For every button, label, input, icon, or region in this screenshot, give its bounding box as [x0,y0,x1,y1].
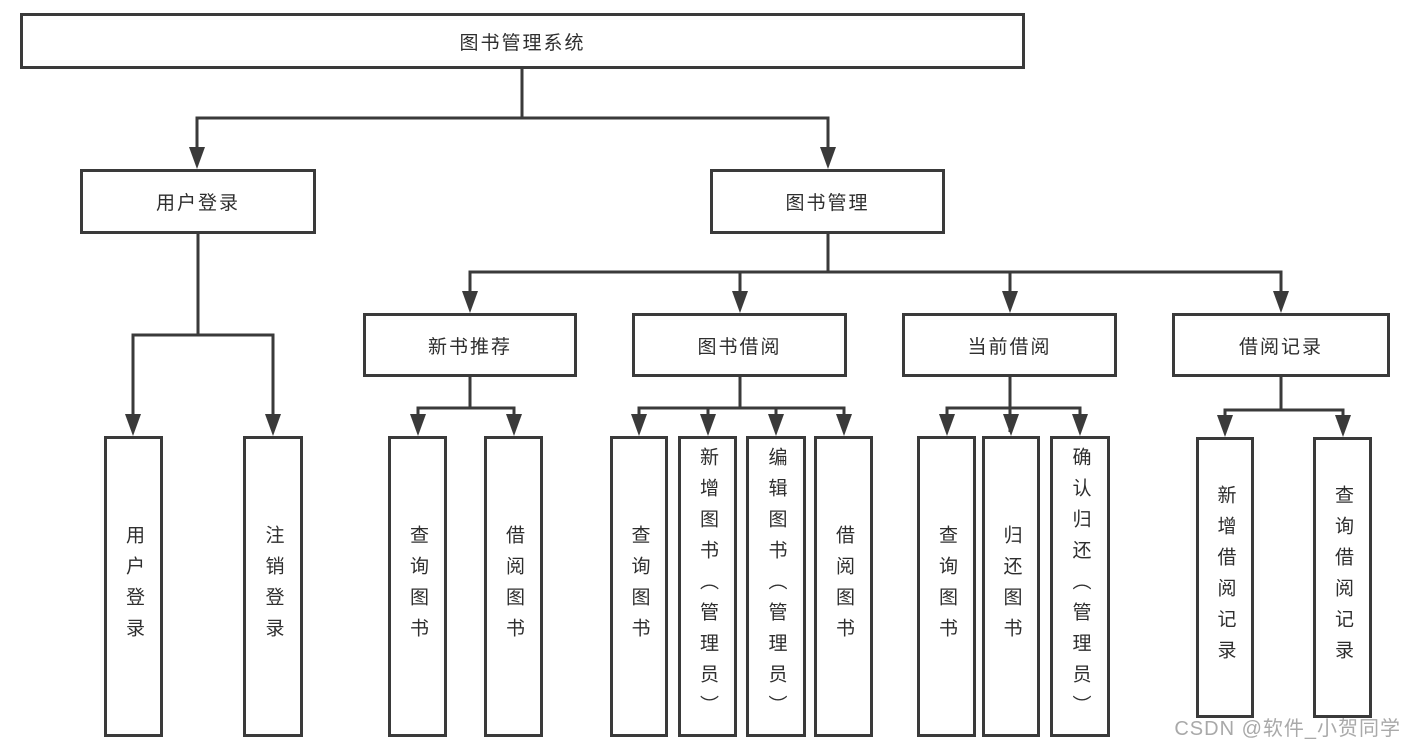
node-label: 借阅图书 [503,524,524,649]
leaf-query-book-1: 查询图书 [388,436,447,737]
node-label: 借阅图书 [833,524,854,649]
node-label: 用户登录 [123,524,144,649]
leaf-return-book: 归还图书 [982,436,1040,737]
node-label: 新增图书（管理员） [697,447,718,726]
node-label: 查询图书 [407,524,428,649]
leaf-borrow-book-2: 借阅图书 [814,436,873,737]
leaf-query-book-2: 查询图书 [610,436,668,737]
leaf-confirm-return-admin: 确认归还（管理员） [1050,436,1110,737]
node-current-borrow: 当前借阅 [902,313,1117,377]
node-label: 图书借阅 [697,336,782,358]
node-label: 图书管理系统 [459,32,586,54]
leaf-borrow-book-1: 借阅图书 [484,436,543,737]
leaf-query-book-3: 查询图书 [917,436,976,737]
node-label: 新书推荐 [427,336,512,358]
node-label: 查询借阅记录 [1332,484,1353,671]
node-label: 查询图书 [936,524,957,649]
node-label: 归还图书 [1000,524,1022,649]
node-book-borrow: 图书借阅 [632,313,847,377]
node-user-login: 用户登录 [80,169,316,234]
leaf-user-login: 用户登录 [104,436,163,737]
node-label: 当前借阅 [967,336,1052,358]
leaf-logout: 注销登录 [243,436,303,737]
arrowheads [125,147,1351,437]
leaf-add-book-admin: 新增图书（管理员） [678,436,737,737]
node-library-management-system: 图书管理系统 [20,13,1025,69]
csdn-watermark: CSDN @软件_小贺同学 [1174,718,1401,740]
node-label: 编辑图书（管理员） [765,447,787,726]
node-book-management: 图书管理 [710,169,945,234]
node-new-book-recommend: 新书推荐 [363,313,577,377]
node-label: 注销登录 [262,524,284,649]
leaf-edit-book-admin: 编辑图书（管理员） [746,436,806,737]
node-label: 借阅记录 [1238,336,1323,358]
node-label: 查询图书 [628,524,650,649]
node-label: 图书管理 [785,193,870,214]
leaf-query-borrow-record: 查询借阅记录 [1313,437,1372,718]
node-borrow-record: 借阅记录 [1172,313,1390,377]
leaf-add-borrow-record: 新增借阅记录 [1196,437,1254,718]
node-label: 确认归还（管理员） [1069,447,1091,726]
node-label: 用户登录 [155,193,240,214]
node-label: 新增借阅记录 [1214,484,1236,671]
